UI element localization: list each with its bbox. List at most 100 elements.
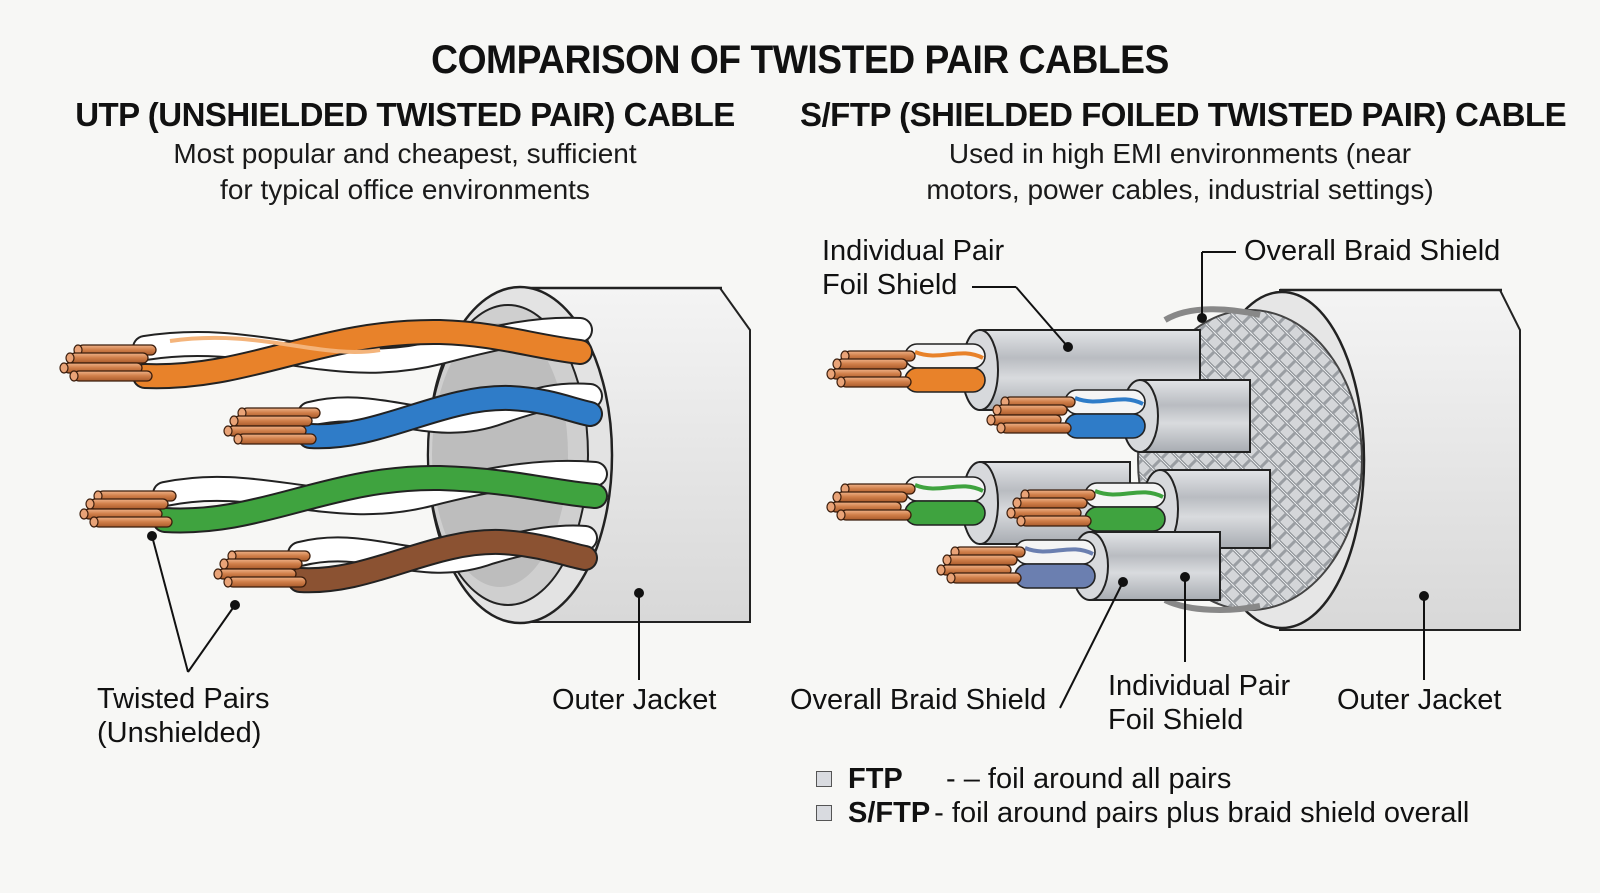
utp-leader-lines bbox=[147, 531, 644, 680]
copper-strand bbox=[836, 358, 908, 370]
copper-strand bbox=[1000, 422, 1072, 434]
sftp-description-line1: Used in high EMI environments (near bbox=[948, 138, 1412, 169]
copper-strand bbox=[1016, 497, 1088, 509]
foil-shielded-pair-green-2 bbox=[1006, 469, 1271, 549]
label-utp-outer-jacket: Outer Jacket bbox=[552, 684, 717, 716]
utp-description-line1: Most popular and cheapest, sufficient bbox=[173, 138, 637, 169]
copper-bundle-blue bbox=[986, 396, 1076, 434]
insulated-wire-green bbox=[904, 500, 986, 526]
stripe bbox=[1074, 396, 1144, 406]
label-bottom-foil-line1: Individual Pair bbox=[1108, 670, 1291, 702]
copper-strand bbox=[1020, 515, 1092, 527]
copper-strand-end bbox=[233, 433, 243, 445]
stripe bbox=[1024, 546, 1094, 556]
stripe bbox=[914, 350, 984, 360]
copper-bundle-blue bbox=[223, 407, 321, 445]
copper-strand-end bbox=[946, 572, 956, 584]
foil-shielded-pair-slate bbox=[936, 531, 1221, 601]
copper-strand-end bbox=[79, 508, 89, 520]
copper-bundle-orange bbox=[59, 344, 157, 382]
copper-strand-end bbox=[1012, 497, 1022, 509]
utp-description: Most popular and cheapest, sufficient fo… bbox=[60, 136, 750, 208]
label-bottom-individual-pair-foil-shield: Individual Pair Foil Shield bbox=[1108, 669, 1290, 737]
sftp-leader-lines bbox=[972, 251, 1429, 709]
copper-bundle-green bbox=[79, 490, 177, 528]
copper-strand bbox=[840, 509, 912, 521]
utp-cable bbox=[59, 285, 751, 680]
page-title: COMPARISON OF TWISTED PAIR CABLES bbox=[431, 38, 1169, 82]
insulated-wire-orange bbox=[904, 367, 986, 393]
utp-pair-brown bbox=[287, 524, 598, 594]
copper-strand-end bbox=[65, 352, 75, 364]
legend-key: FTP bbox=[848, 762, 903, 795]
legend-key: S/FTP bbox=[848, 796, 931, 829]
copper-strand bbox=[233, 415, 313, 427]
copper-strand bbox=[93, 516, 173, 528]
utp-pair-green bbox=[152, 459, 608, 534]
copper-strand-end bbox=[1016, 515, 1026, 527]
copper-strand-end bbox=[69, 370, 79, 382]
label-top-overall-braid-shield: Overall Braid Shield bbox=[1244, 235, 1501, 267]
label-sftp-outer-jacket: Outer Jacket bbox=[1337, 684, 1502, 716]
copper-strand-end bbox=[59, 362, 69, 374]
label-twisted-pairs-line1: Twisted Pairs bbox=[97, 683, 270, 715]
foil-shielded-pair-green bbox=[826, 461, 1131, 545]
copper-strand bbox=[996, 404, 1068, 416]
copper-bundle-orange bbox=[826, 350, 916, 388]
copper-strand-end bbox=[1006, 507, 1016, 519]
foil-shield bbox=[1089, 531, 1221, 601]
copper-strand-end bbox=[836, 376, 846, 388]
label-top-foil-line1: Individual Pair bbox=[822, 235, 1005, 267]
insulated-wire-blue bbox=[1064, 413, 1146, 439]
sftp-foil-shields bbox=[826, 329, 1271, 601]
copper-strand-end bbox=[992, 404, 1002, 416]
utp-copper-conductors bbox=[59, 344, 321, 588]
copper-strand-end bbox=[996, 422, 1006, 434]
legend-checkbox-icon bbox=[816, 805, 832, 821]
sftp-description-line2: motors, power cables, industrial setting… bbox=[926, 174, 1434, 205]
copper-strand bbox=[69, 352, 149, 364]
copper-strand-end bbox=[826, 368, 836, 380]
legend: FTP - – foil around all pairs S/FTP - fo… bbox=[816, 762, 1469, 830]
label-top-foil-line2: Foil Shield bbox=[822, 269, 958, 301]
copper-strand bbox=[89, 498, 169, 510]
copper-strand-end bbox=[223, 576, 233, 588]
copper-strand bbox=[73, 370, 153, 382]
copper-strand-end bbox=[936, 564, 946, 576]
copper-bundle-green bbox=[826, 483, 916, 521]
utp-pair-orange bbox=[132, 316, 593, 390]
copper-strand-end bbox=[836, 509, 846, 521]
label-top-individual-pair-foil-shield: Individual Pair Foil Shield bbox=[822, 234, 1004, 302]
legend-checkbox-icon bbox=[816, 771, 832, 787]
insulated-wire-green-2 bbox=[1084, 506, 1166, 532]
copper-strand-end bbox=[986, 414, 996, 426]
copper-strand-end bbox=[89, 516, 99, 528]
copper-strand bbox=[223, 558, 303, 570]
utp-pair-blue bbox=[297, 382, 603, 450]
legend-item-sftp: S/FTP - foil around pairs plus braid shi… bbox=[816, 796, 1469, 830]
copper-strand-end bbox=[219, 558, 229, 570]
sftp-cable bbox=[826, 251, 1521, 709]
sftp-heading: S/FTP (SHIELDED FOILED TWISTED PAIR) CAB… bbox=[800, 96, 1567, 133]
copper-strand-end bbox=[229, 415, 239, 427]
legend-item-ftp: FTP - – foil around all pairs bbox=[816, 762, 1469, 796]
label-twisted-pairs: Twisted Pairs (Unshielded) bbox=[97, 682, 269, 750]
label-twisted-pairs-line2: (Unshielded) bbox=[97, 717, 262, 749]
copper-strand bbox=[237, 433, 317, 445]
sftp-description: Used in high EMI environments (near moto… bbox=[800, 136, 1560, 208]
copper-strand bbox=[840, 376, 912, 388]
copper-strand-end bbox=[223, 425, 233, 437]
utp-description-line2: for typical office environments bbox=[220, 174, 590, 205]
copper-strand bbox=[946, 554, 1018, 566]
copper-strand bbox=[836, 491, 908, 503]
copper-bundle-green-2 bbox=[1006, 489, 1096, 527]
label-bottom-overall-braid-shield: Overall Braid Shield bbox=[790, 684, 1047, 716]
copper-strand-end bbox=[826, 501, 836, 513]
copper-strand-end bbox=[213, 568, 223, 580]
copper-bundle-brown bbox=[213, 550, 311, 588]
copper-strand bbox=[950, 572, 1022, 584]
utp-heading: UTP (UNSHIELDED TWISTED PAIR) CABLE bbox=[75, 96, 735, 133]
legend-text: - – foil around all pairs bbox=[946, 762, 1232, 795]
copper-strand-end bbox=[942, 554, 952, 566]
